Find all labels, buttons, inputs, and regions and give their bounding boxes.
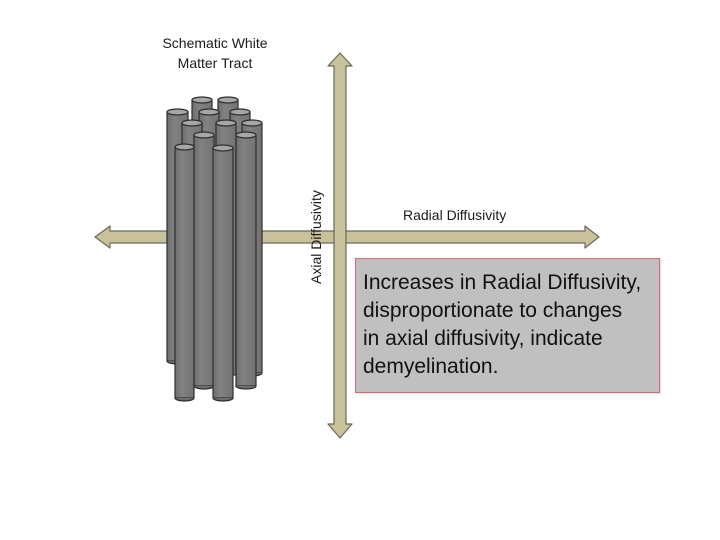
note-line-2: disproportionate to changes [363,299,623,322]
note-line-4: demyelination. [363,355,499,378]
tract-title: Schematic White Matter Tract [130,33,300,73]
tract-title-line-2: Matter Tract [177,55,253,71]
tract-title-line-1: Schematic White [162,35,268,51]
demyelination-note-box: Increases in Radial Diffusivity, disprop… [355,258,660,393]
axial-diffusivity-arrow [327,52,353,439]
axial-diffusivity-label: Axial Diffusivity [308,190,324,284]
note-line-1: Increases in Radial Diffusivity, [363,271,642,294]
white-matter-tract-icon [166,96,263,402]
note-line-3: in axial diffusivity, indicate [363,327,603,350]
radial-diffusivity-label: Radial Diffusivity [403,207,507,223]
